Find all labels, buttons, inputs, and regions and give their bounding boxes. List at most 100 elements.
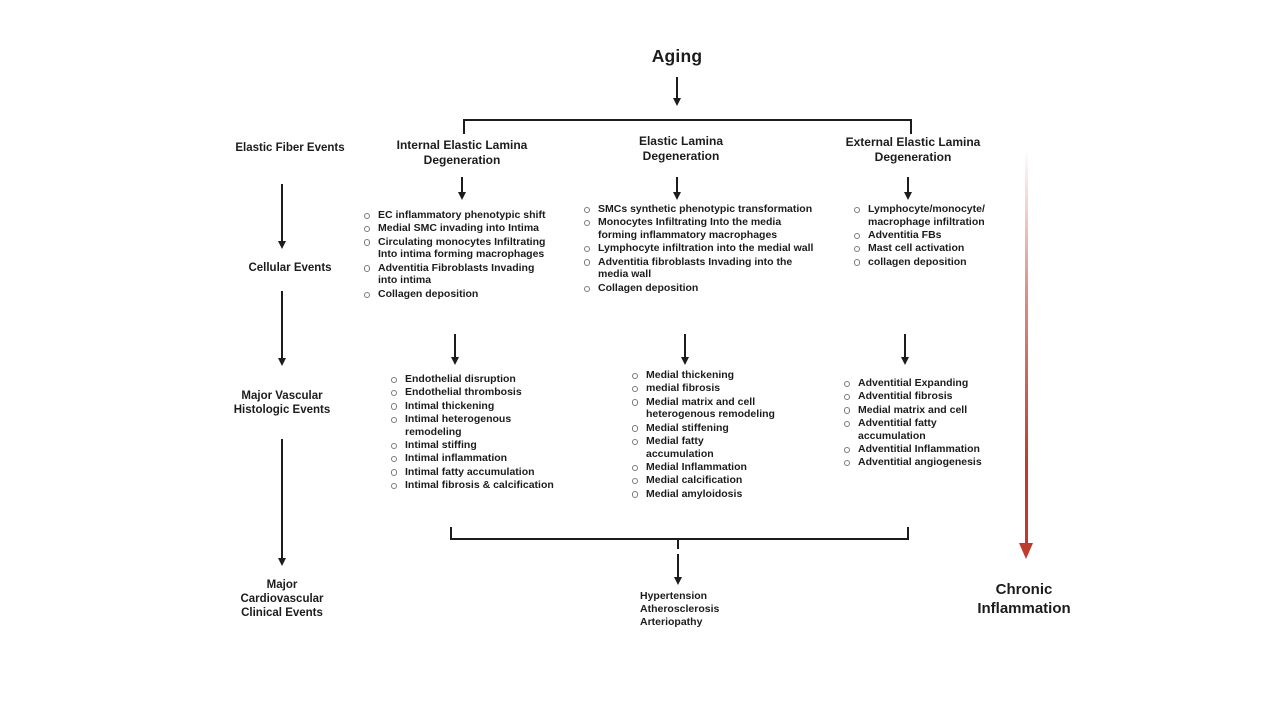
list-item-text: Intimal heterogenous remodeling (405, 412, 512, 438)
list-item-text: Medial matrix and cell (858, 403, 968, 416)
bullet-icon (391, 469, 398, 476)
column-header-external-elastic-lamina: External Elastic Lamina Degeneration (845, 135, 981, 164)
bullet-icon (844, 394, 851, 401)
list-item-text: Medial Inflammation (646, 461, 747, 474)
down-arrow-icon (281, 291, 283, 359)
list-item-text: Lymphocyte/monocyte/ macrophage infiltra… (868, 203, 985, 228)
list-item: Medial stiffening (631, 422, 801, 435)
list-item: Intimal inflammation (390, 452, 575, 465)
bullet-icon (844, 407, 851, 414)
top-bracket (463, 119, 912, 134)
list-item: Medial SMC invading into Intima (363, 222, 568, 235)
down-arrow-icon (677, 554, 679, 578)
bullet-icon (364, 212, 371, 219)
bullet-icon (391, 416, 398, 423)
bullet-icon (391, 403, 398, 410)
list-item: Intimal fatty accumulation (390, 466, 575, 479)
list-item: Adventitia Fibroblasts Invading into int… (363, 262, 568, 288)
elastic-cellular-events-list: SMCs synthetic phenotypic transformation… (583, 203, 833, 295)
list-item-text: medial fibrosis (646, 382, 721, 395)
row-label-major-vascular-histologic-events: Major Vascular Histologic Events (233, 390, 331, 416)
list-item-text: collagen deposition (868, 255, 967, 268)
list-item: Monocytes Infiltrating Into the media fo… (583, 216, 833, 242)
bullet-icon (391, 390, 398, 397)
list-item: Lymphocyte infiltration into the medial … (583, 242, 833, 255)
list-item-text: Medial amyloidosis (646, 487, 743, 500)
down-arrow-icon (281, 439, 283, 559)
list-item: EC inflammatory phenotypic shift (363, 209, 568, 222)
bullet-icon (364, 226, 371, 233)
list-item-text: Adventitial angiogenesis (858, 456, 982, 469)
list-item: Mast cell activation (853, 242, 1008, 255)
list-item-text: Medial SMC invading into Intima (378, 222, 540, 235)
row-label-elastic-fiber-events: Elastic Fiber Events (235, 142, 345, 154)
clinical-outcomes-text: Hypertension Atherosclerosis Arteriopath… (640, 590, 720, 628)
list-item-text: Lymphocyte infiltration into the medial … (598, 242, 814, 255)
list-item: Adventitia FBs (853, 229, 1008, 242)
bullet-icon (844, 460, 851, 467)
column-header-internal-elastic-lamina: Internal Elastic Lamina Degeneration (396, 138, 528, 167)
list-item: Medial Inflammation (631, 461, 801, 474)
bullet-icon (391, 482, 398, 489)
list-item-text: Endothelial disruption (405, 373, 516, 385)
list-item-text: Adventitial fatty accumulation (858, 416, 937, 442)
bullet-icon (854, 206, 861, 213)
aging-down-arrow-icon (676, 77, 678, 99)
list-item-text: Collagen deposition (598, 281, 699, 294)
list-item-text: Monocytes Infiltrating Into the media fo… (598, 216, 782, 242)
bullet-icon (584, 285, 591, 292)
list-item: Adventitial angiogenesis (843, 456, 1008, 469)
list-item: Circulating monocytes Infiltrating Into … (363, 236, 568, 262)
bullet-icon (364, 291, 371, 298)
list-item-text: Intimal stiffing (405, 438, 477, 451)
list-item: Adventitial Expanding (843, 377, 1008, 390)
bullet-icon (391, 442, 398, 449)
bullet-icon (364, 265, 371, 272)
list-item-text: Collagen deposition (378, 287, 479, 300)
list-item: Adventitial Inflammation (843, 443, 1008, 456)
bullet-icon (584, 220, 591, 227)
bullet-icon (854, 259, 861, 266)
chronic-inflammation-arrow-icon (1019, 543, 1033, 559)
aging-title: Aging (651, 46, 703, 66)
list-item: Medial thickening (631, 369, 801, 382)
bullet-icon (854, 246, 861, 253)
down-arrow-icon (281, 184, 283, 242)
bullet-icon (584, 246, 591, 253)
down-arrow-icon (907, 177, 909, 193)
list-item: Collagen deposition (363, 288, 568, 301)
list-item-text: Mast cell activation (868, 242, 965, 255)
bullet-icon (391, 376, 398, 383)
column-header-elastic-lamina: Elastic Lamina Degeneration (638, 134, 724, 163)
list-item: Collagen deposition (583, 282, 833, 295)
list-item-text: Intimal fatty accumulation (405, 465, 535, 478)
chronic-inflammation-arrow-line (1025, 150, 1028, 543)
bullet-icon (391, 456, 398, 463)
row-label-cellular-events: Cellular Events (248, 262, 332, 274)
list-item: Adventitial fatty accumulation (843, 417, 1008, 443)
bracket-stem (677, 538, 679, 549)
list-item-text: Intimal inflammation (405, 452, 508, 465)
list-item: Adventitia fibroblasts Invading into the… (583, 256, 833, 282)
external-cellular-events-list: Lymphocyte/monocyte/ macrophage infiltra… (853, 203, 1008, 269)
down-arrow-icon (454, 334, 456, 358)
list-item-text: EC inflammatory phenotypic shift (378, 209, 546, 221)
bullet-icon (584, 259, 591, 266)
chronic-inflammation-label: Chronic Inflammation (977, 581, 1071, 617)
bullet-icon (844, 380, 851, 387)
list-item: medial fibrosis (631, 382, 801, 395)
list-item: Medial matrix and cell heterogenous remo… (631, 396, 801, 422)
list-item: Intimal fibrosis & calcification (390, 479, 575, 492)
list-item: Endothelial thrombosis (390, 386, 575, 399)
bullet-icon (584, 206, 591, 213)
list-item: Adventitial fibrosis (843, 390, 1008, 403)
down-arrow-icon (676, 177, 678, 193)
list-item-text: Medial stiffening (646, 421, 729, 434)
bullet-icon (632, 438, 639, 445)
bullet-icon (632, 372, 639, 379)
